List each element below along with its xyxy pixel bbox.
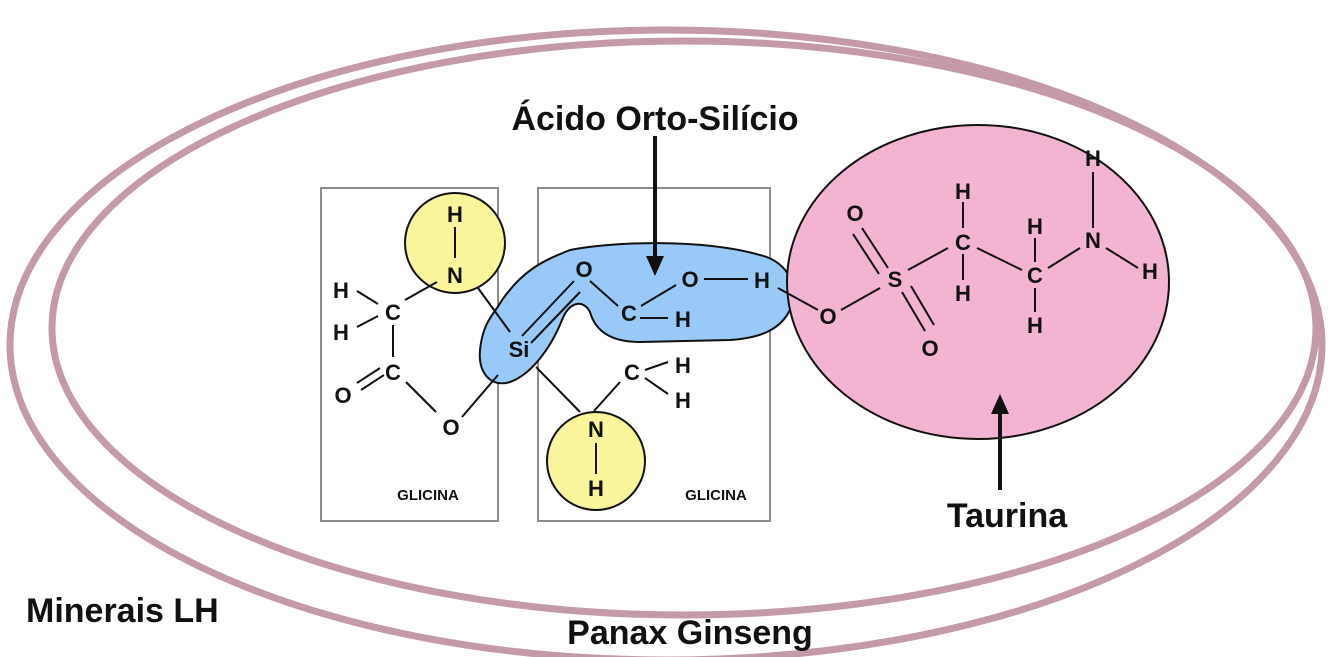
- atom-n: N: [447, 263, 463, 288]
- atom-h: H: [1142, 259, 1158, 284]
- glicina-label-right: GLICINA: [685, 487, 747, 504]
- atom-c: C: [1027, 263, 1043, 288]
- outer-ellipse-minerais: [6, 26, 1326, 657]
- atom-o: O: [442, 415, 459, 440]
- atom-o: O: [334, 383, 351, 408]
- atom-o: O: [921, 336, 938, 361]
- atom-n: N: [588, 417, 604, 442]
- atom-o: O: [846, 201, 863, 226]
- atom-o: O: [575, 257, 592, 282]
- atom-h: H: [447, 202, 463, 227]
- acid-arrow: [646, 136, 664, 276]
- atom-s: S: [888, 267, 903, 292]
- atom-h: H: [333, 278, 349, 303]
- atom-n: N: [1085, 228, 1101, 253]
- inner-ellipse-ginseng: [48, 37, 1320, 619]
- atom-h: H: [675, 353, 691, 378]
- glicina-label-left: GLICINA: [397, 487, 459, 504]
- taurine-arrow: [991, 394, 1009, 490]
- atom-si: Si: [509, 337, 530, 362]
- taurine-ellipse: [786, 124, 1170, 440]
- atom-h: H: [1085, 146, 1101, 171]
- atom-o: O: [681, 267, 698, 292]
- atom-c: C: [621, 301, 637, 326]
- atom-h: H: [1027, 313, 1043, 338]
- atom-h: H: [675, 388, 691, 413]
- atom-h: H: [333, 320, 349, 345]
- atom-c: C: [385, 360, 401, 385]
- atom-h: H: [675, 307, 691, 332]
- ginseng-label: Panax Ginseng: [567, 614, 813, 652]
- atoms: H N H C H C O O Si O C H O H C H H N H O…: [333, 146, 1158, 501]
- minerals-label: Minerais LH: [26, 592, 219, 630]
- atom-h: H: [955, 179, 971, 204]
- bonds: [356, 172, 1139, 474]
- atom-c: C: [955, 230, 971, 255]
- atom-h: H: [955, 281, 971, 306]
- atom-o: O: [819, 304, 836, 329]
- atom-h: H: [1027, 214, 1043, 239]
- atom-c: C: [385, 300, 401, 325]
- atom-h: H: [754, 268, 770, 293]
- atom-c: C: [624, 360, 640, 385]
- atom-h: H: [588, 476, 604, 501]
- acid-label: Ácido Orto-Silício: [511, 100, 798, 138]
- taurine-label: Taurina: [947, 497, 1068, 535]
